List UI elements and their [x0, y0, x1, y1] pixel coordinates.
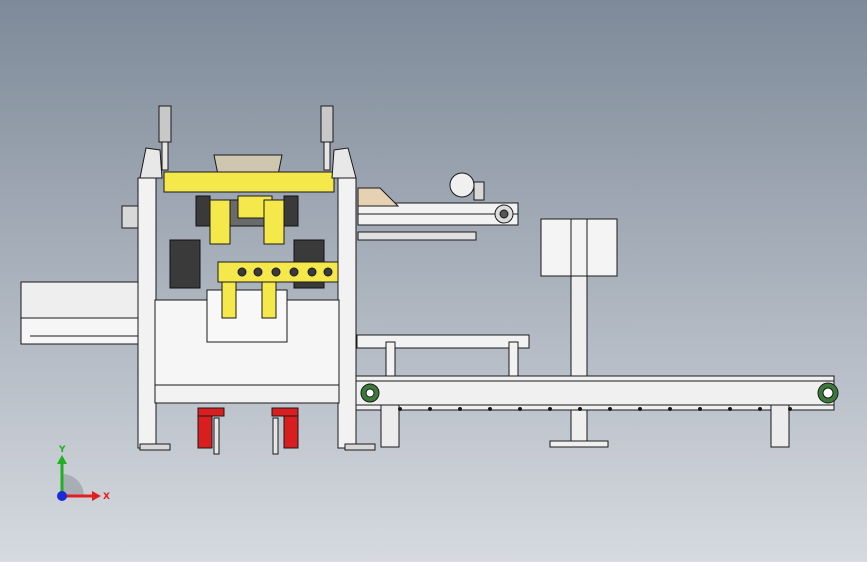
conveyor-studs — [398, 407, 792, 411]
conveyor-stud — [458, 407, 462, 411]
triad-origin — [57, 491, 67, 501]
conveyor-stud — [548, 407, 552, 411]
upper-linear-guide — [357, 187, 519, 241]
x-axis-arrowhead — [92, 491, 101, 501]
y-axis-arrowhead — [57, 455, 67, 464]
conveyor-stud — [638, 407, 642, 411]
red-base-brackets — [197, 407, 299, 455]
conveyor-stud — [788, 407, 792, 411]
conveyor-stud — [698, 407, 702, 411]
conveyor-stud — [518, 407, 522, 411]
conveyor-stud — [428, 407, 432, 411]
conveyor-stud — [578, 407, 582, 411]
coordinate-triad: Y X — [57, 445, 110, 502]
belt-conveyor — [353, 375, 839, 448]
conveyor-stud — [728, 407, 732, 411]
electrical-box — [540, 218, 618, 277]
y-axis-label: Y — [58, 445, 66, 455]
yellow-gripper-assembly — [163, 171, 339, 319]
conveyor-stud — [398, 407, 402, 411]
conveyor-stud — [758, 407, 762, 411]
x-axis-label: X — [103, 492, 110, 502]
conveyor-stud — [668, 407, 672, 411]
conveyor-stud — [608, 407, 612, 411]
conveyor-stud — [488, 407, 492, 411]
motor — [449, 172, 485, 201]
left-infeed-module — [20, 281, 141, 345]
triad-base-arc — [62, 474, 84, 496]
top-pneumatic-cylinders — [139, 105, 357, 179]
